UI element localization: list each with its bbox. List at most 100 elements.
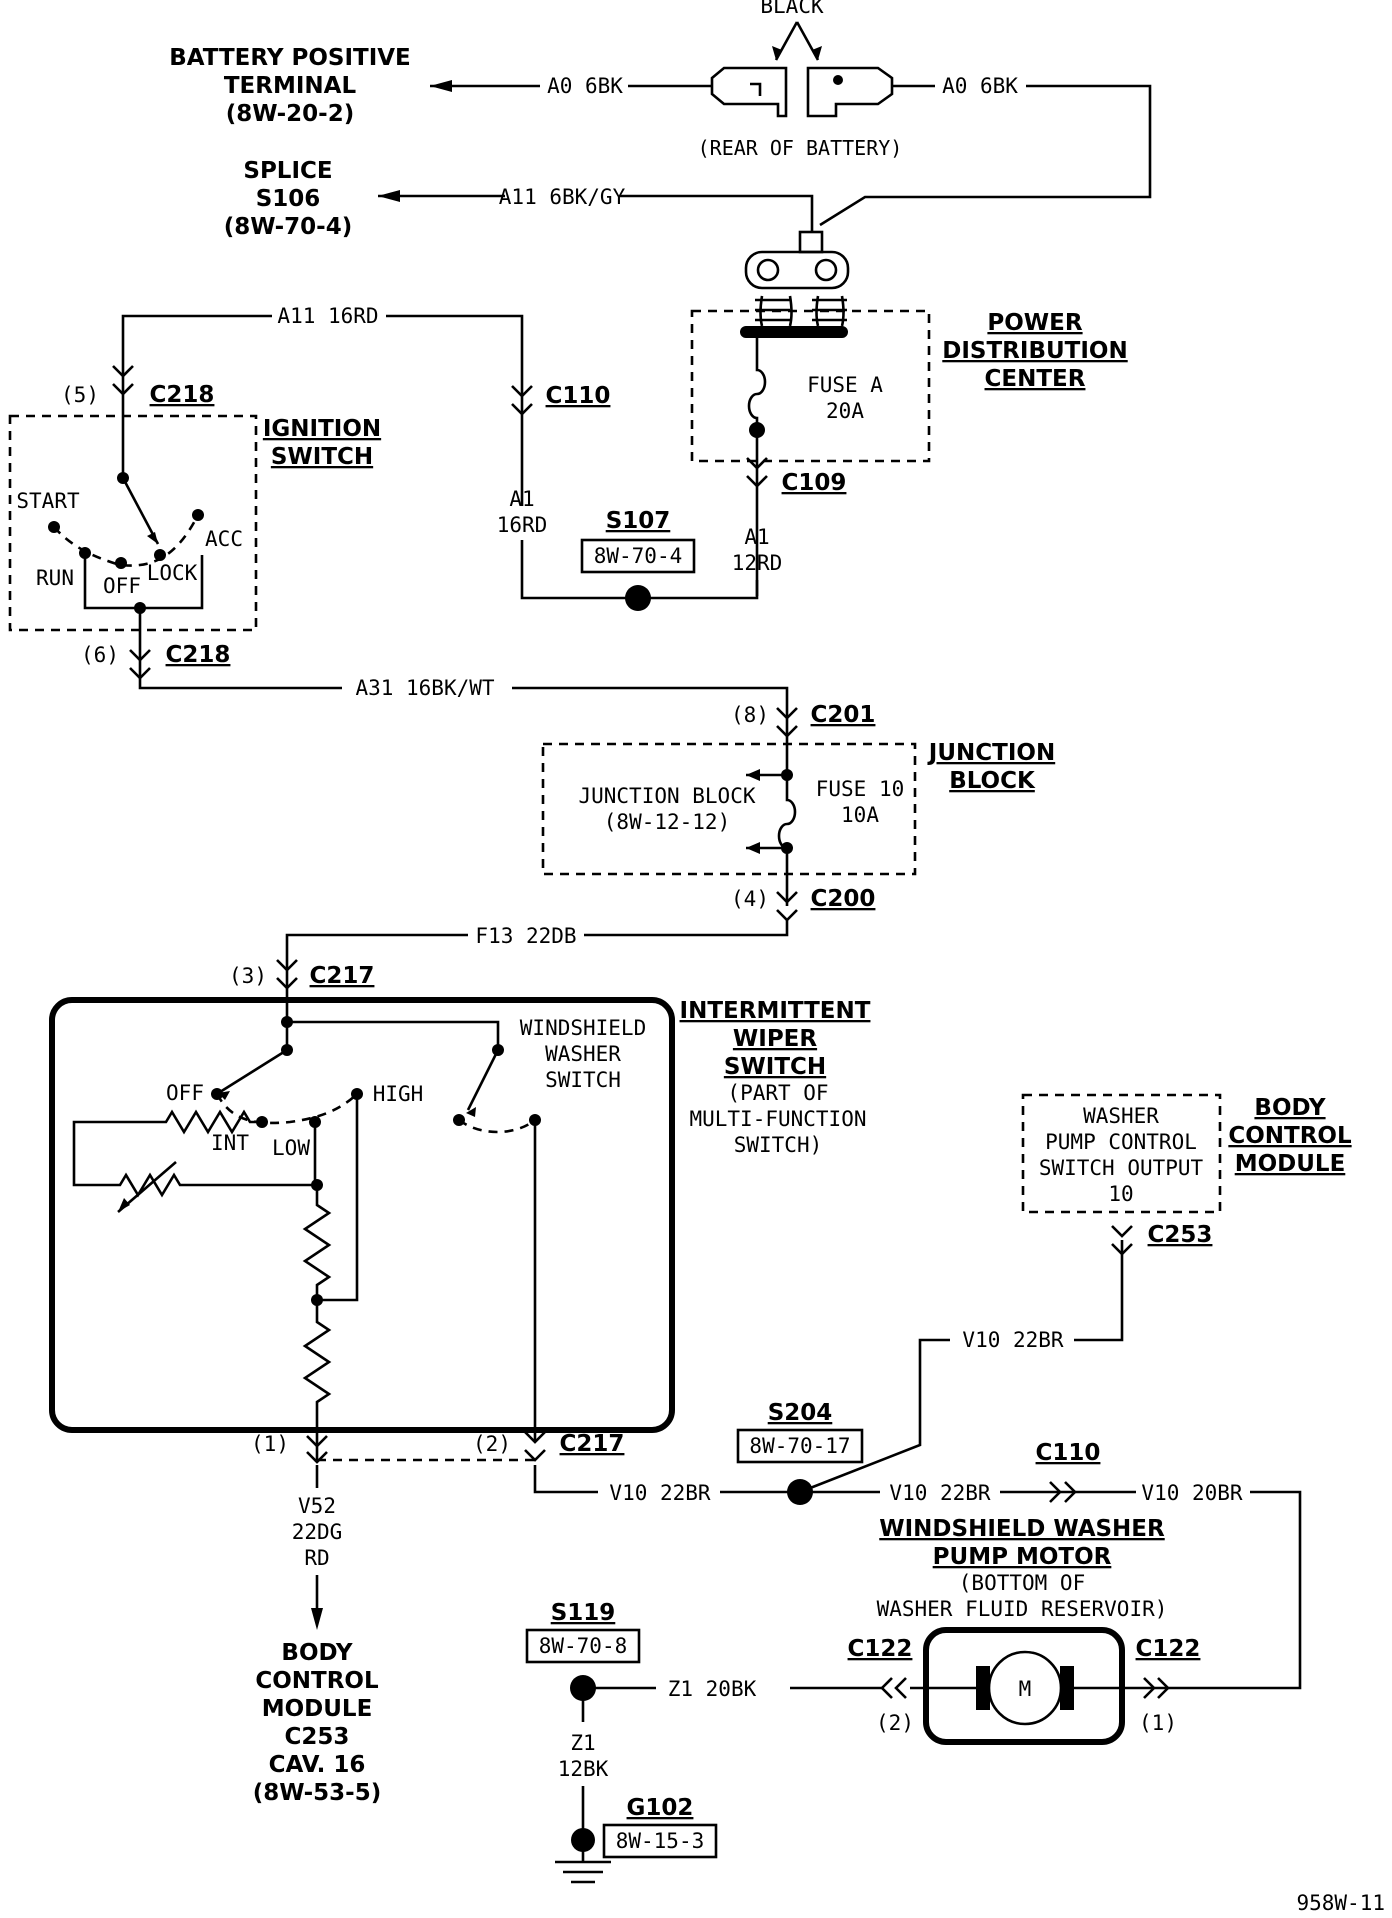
connector-c218-top-label: C218	[150, 382, 215, 408]
bcm-inner-label: WASHER PUMP CONTROL SWITCH OUTPUT 10	[1039, 1104, 1204, 1206]
splice-s107-ref: 8W-70-4	[594, 544, 683, 568]
ignition-pos-start: START	[16, 489, 80, 513]
svg-text:(8W-12-12): (8W-12-12)	[604, 810, 730, 834]
fuse-10-icon	[777, 740, 797, 906]
svg-text:A1: A1	[509, 487, 534, 511]
battery-pointer-arrows	[774, 21, 820, 61]
svg-text:SWITCH OUTPUT: SWITCH OUTPUT	[1039, 1156, 1204, 1180]
svg-text:SWITCH: SWITCH	[271, 444, 373, 470]
wire-label-v10-bcm: V10 22BR	[962, 1328, 1064, 1352]
wire-label-v10-left: V10 22BR	[609, 1481, 711, 1505]
splice-s204-title: S204	[768, 1400, 833, 1426]
svg-text:CAV. 16: CAV. 16	[269, 1752, 366, 1778]
ignition-switch-title: IGNITION SWITCH	[263, 416, 381, 470]
wiper-switch-arm	[219, 1048, 288, 1094]
battery-terminal-connector	[710, 66, 894, 118]
ignition-pos-acc: ACC	[205, 527, 243, 551]
svg-text:DISTRIBUTION: DISTRIBUTION	[942, 338, 1127, 364]
junction-block-inner-label: JUNCTION BLOCK (8W-12-12)	[578, 784, 755, 834]
motor-icon	[987, 1650, 1063, 1726]
svg-text:(BOTTOM OF: (BOTTOM OF	[959, 1571, 1085, 1595]
wire-label-a0-left: A0 6BK	[547, 74, 623, 98]
arrow-left-icon	[746, 769, 760, 854]
connector-c217-pin2-icon	[524, 1431, 546, 1462]
c122-right-pin: (1)	[1139, 1711, 1177, 1735]
bcm-title: BODY CONTROL MODULE	[1228, 1095, 1352, 1177]
c217-top-pin: (3)	[229, 964, 267, 988]
wire-label-z1-12bk: Z1 12BK	[558, 1731, 609, 1781]
ground-g102	[571, 1828, 595, 1852]
connector-c110-bottom-label: C110	[1036, 1440, 1101, 1466]
svg-text:SWITCH: SWITCH	[545, 1068, 621, 1092]
splice-s106-label: SPLICE S106 (8W-70-4)	[224, 158, 352, 240]
connector-c122-right-label: C122	[1136, 1636, 1201, 1662]
svg-text:WIPER: WIPER	[733, 1026, 817, 1052]
c217-pin1: (1)	[251, 1432, 289, 1456]
svg-text:S106: S106	[256, 186, 321, 212]
wire-v10-22br-left	[533, 1465, 598, 1494]
ignition-pos-off: OFF	[103, 574, 141, 598]
svg-text:MULTI-FUNCTION: MULTI-FUNCTION	[689, 1107, 866, 1131]
wire-label-v10-right: V10 22BR	[889, 1481, 991, 1505]
wiper-switch-arc	[215, 1093, 358, 1125]
wire-label-a11-6bkgy: A11 6BK/GY	[499, 185, 626, 209]
connector-c217-bottom-label: C217	[560, 1431, 625, 1457]
wire-label-a1-12rd: A1 12RD	[732, 525, 783, 575]
pdc-dashed-box	[690, 309, 931, 463]
svg-text:A1: A1	[744, 525, 769, 549]
svg-text:WASHER FLUID RESERVOIR): WASHER FLUID RESERVOIR)	[877, 1597, 1168, 1621]
arrow-down-icon	[311, 1608, 323, 1630]
svg-text:10: 10	[1108, 1182, 1133, 1206]
battery-terminal-label: BATTERY POSITIVE TERMINAL (8W-20-2)	[169, 45, 411, 127]
ignition-switch-arm	[121, 477, 160, 545]
svg-text:FUSE 10: FUSE 10	[816, 777, 905, 801]
c217-pin2: (2)	[473, 1432, 511, 1456]
connector-c218-bottom-label: C218	[166, 642, 231, 668]
wire-a11-16rd	[121, 314, 272, 396]
c200-pin: (4)	[731, 887, 769, 911]
connector-c110-icon	[511, 385, 533, 416]
fuse-a-label: FUSE A 20A	[807, 373, 883, 423]
wire-v10-20br	[1144, 1490, 1302, 1690]
svg-text:SPLICE: SPLICE	[243, 158, 332, 184]
rear-of-battery-label: (REAR OF BATTERY)	[698, 136, 903, 160]
svg-text:CONTROL: CONTROL	[1228, 1123, 1352, 1149]
svg-text:(8W-20-2): (8W-20-2)	[226, 101, 354, 127]
splice-s119	[570, 1675, 596, 1701]
connector-c200-label: C200	[811, 886, 876, 912]
wiper-pos-high: HIGH	[373, 1082, 424, 1106]
wire-label-f13-22db: F13 22DB	[475, 924, 576, 948]
svg-text:Z1: Z1	[570, 1731, 595, 1755]
ground-icon	[555, 1860, 611, 1884]
washer-switch-arc	[458, 1118, 536, 1134]
svg-text:RD: RD	[304, 1546, 329, 1570]
svg-text:22DG: 22DG	[292, 1520, 343, 1544]
svg-text:12BK: 12BK	[558, 1757, 609, 1781]
wire-label-a11-16rd: A11 16RD	[277, 304, 378, 328]
washer-switch-label: WINDSHIELD WASHER SWITCH	[520, 1016, 646, 1092]
svg-text:BODY: BODY	[281, 1640, 353, 1666]
connector-c217-top-icon	[276, 959, 298, 990]
svg-text:BATTERY POSITIVE: BATTERY POSITIVE	[169, 45, 411, 71]
svg-text:12RD: 12RD	[732, 551, 783, 575]
wiper-pos-off: OFF	[166, 1081, 204, 1105]
svg-text:C253: C253	[285, 1724, 350, 1750]
wire-label-a31-16bkwt: A31 16BK/WT	[355, 676, 494, 700]
svg-text:POWER: POWER	[987, 310, 1082, 336]
svg-text:(PART OF: (PART OF	[727, 1081, 828, 1105]
svg-text:MODULE: MODULE	[1235, 1151, 1346, 1177]
splice-s119-title: S119	[551, 1600, 616, 1626]
ignition-pos-run: RUN	[36, 566, 74, 590]
washer-switch-arm	[466, 1049, 500, 1111]
svg-text:16RD: 16RD	[497, 513, 548, 537]
connector-c201-label: C201	[811, 702, 876, 728]
svg-text:IGNITION: IGNITION	[263, 416, 381, 442]
wire-label-a1-16rd: A1 16RD	[497, 487, 548, 537]
battery-color-label: BLACK	[760, 0, 824, 18]
ground-g102-title: G102	[627, 1795, 694, 1821]
svg-text:SWITCH: SWITCH	[724, 1054, 826, 1080]
arrow-left-icon	[378, 190, 400, 202]
splice-s204-ref: 8W-70-17	[749, 1434, 850, 1458]
svg-text:FUSE A: FUSE A	[807, 373, 883, 397]
c122-left-pin: (2)	[876, 1711, 914, 1735]
